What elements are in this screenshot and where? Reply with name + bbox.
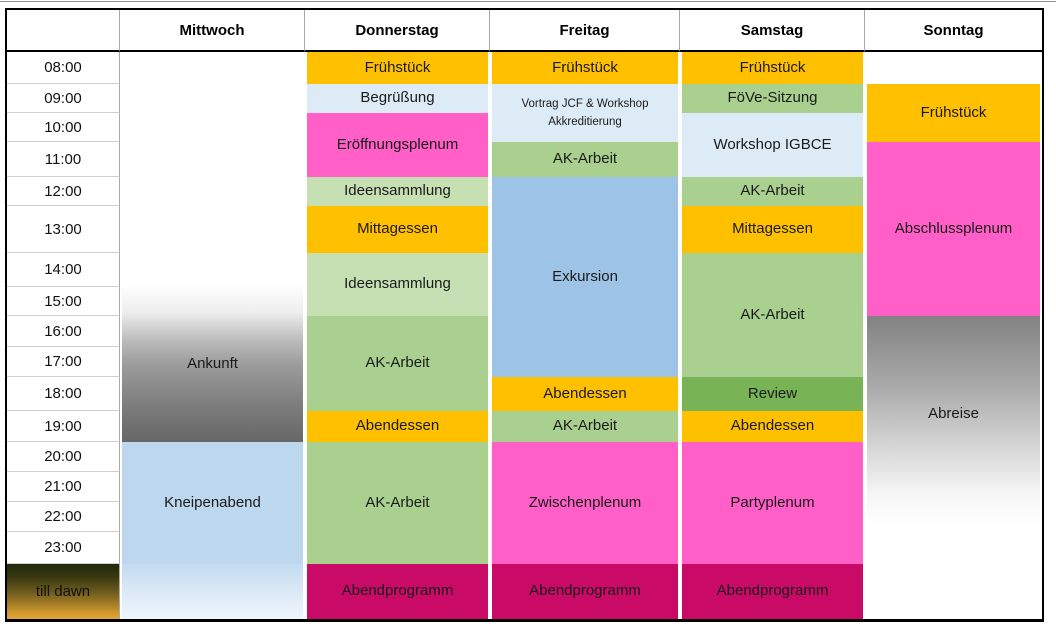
event-cell-fove-sitzung: FöVe-Sitzung bbox=[682, 84, 863, 113]
event-cell-abendprogramm: Abendprogramm bbox=[492, 564, 678, 619]
time-label-11-00: 11:00 bbox=[7, 142, 120, 177]
event-cell-mittagessen: Mittagessen bbox=[307, 206, 488, 253]
event-cell-exkursion: Exkursion bbox=[492, 177, 678, 377]
time-label-20-00: 20:00 bbox=[7, 442, 120, 472]
top-gridline bbox=[0, 1, 1056, 2]
event-cell-begrussung: Begrüßung bbox=[307, 84, 488, 113]
event-cell-partyplenum: Partyplenum bbox=[682, 442, 863, 564]
time-label-19-00: 19:00 bbox=[7, 411, 120, 442]
corner-cell bbox=[7, 10, 120, 52]
time-label-14-00: 14:00 bbox=[7, 253, 120, 287]
event-cell-abreise: Abreise bbox=[867, 316, 1040, 564]
time-label-17-00: 17:00 bbox=[7, 347, 120, 377]
event-cell-cell bbox=[122, 564, 303, 619]
event-cell-abendessen: Abendessen bbox=[307, 411, 488, 442]
event-cell-ak-arbeit: AK-Arbeit bbox=[682, 253, 863, 377]
event-cell-ideensammlung: Ideensammlung bbox=[307, 177, 488, 206]
event-cell-fruhstuck: Frühstück bbox=[682, 52, 863, 84]
event-cell-ak-arbeit: AK-Arbeit bbox=[492, 142, 678, 177]
event-cell-workshop-igbce: Workshop IGBCE bbox=[682, 113, 863, 177]
event-cell-fruhstuck: Frühstück bbox=[492, 52, 678, 84]
time-label-18-00: 18:00 bbox=[7, 377, 120, 411]
event-cell-abschlussplenum: Abschlussplenum bbox=[867, 142, 1040, 316]
event-cell-ak-arbeit: AK-Arbeit bbox=[307, 316, 488, 411]
day-header-freitag: Freitag bbox=[490, 10, 680, 52]
time-label-16-00: 16:00 bbox=[7, 316, 120, 347]
event-cell-vortrag-jcf-workshop-akkreditierung: Vortrag JCF & Workshop Akkreditierung bbox=[492, 84, 678, 142]
time-label-21-00: 21:00 bbox=[7, 472, 120, 502]
time-label-22-00: 22:00 bbox=[7, 502, 120, 532]
event-cell-ak-arbeit: AK-Arbeit bbox=[682, 177, 863, 206]
event-cell-review: Review bbox=[682, 377, 863, 411]
time-label-13-00: 13:00 bbox=[7, 206, 120, 253]
event-cell-eroffnungsplenum: Eröffnungsplenum bbox=[307, 113, 488, 177]
day-header-samstag: Samstag bbox=[680, 10, 865, 52]
event-cell-abendprogramm: Abendprogramm bbox=[307, 564, 488, 619]
time-label-till-dawn: till dawn bbox=[7, 564, 120, 619]
event-cell-ak-arbeit: AK-Arbeit bbox=[307, 442, 488, 564]
time-label-09-00: 09:00 bbox=[7, 84, 120, 113]
event-cell-ak-arbeit: AK-Arbeit bbox=[492, 411, 678, 442]
time-label-12-00: 12:00 bbox=[7, 177, 120, 206]
day-header-donnerstag: Donnerstag bbox=[305, 10, 490, 52]
event-cell-abendessen: Abendessen bbox=[492, 377, 678, 411]
event-cell-fruhstuck: Frühstück bbox=[307, 52, 488, 84]
event-cell-mittagessen: Mittagessen bbox=[682, 206, 863, 253]
time-label-10-00: 10:00 bbox=[7, 113, 120, 142]
event-cell-kneipenabend: Kneipenabend bbox=[122, 442, 303, 564]
time-label-15-00: 15:00 bbox=[7, 287, 120, 316]
time-label-23-00: 23:00 bbox=[7, 532, 120, 564]
event-cell-abendessen: Abendessen bbox=[682, 411, 863, 442]
time-label-08-00: 08:00 bbox=[7, 52, 120, 84]
day-header-mittwoch: Mittwoch bbox=[120, 10, 305, 52]
event-cell-fruhstuck: Frühstück bbox=[867, 84, 1040, 142]
event-cell-ideensammlung: Ideensammlung bbox=[307, 253, 488, 316]
day-header-sonntag: Sonntag bbox=[865, 10, 1042, 52]
event-cell-ankunft: Ankunft bbox=[122, 287, 303, 442]
event-cell-zwischenplenum: Zwischenplenum bbox=[492, 442, 678, 564]
event-cell-abendprogramm: Abendprogramm bbox=[682, 564, 863, 619]
